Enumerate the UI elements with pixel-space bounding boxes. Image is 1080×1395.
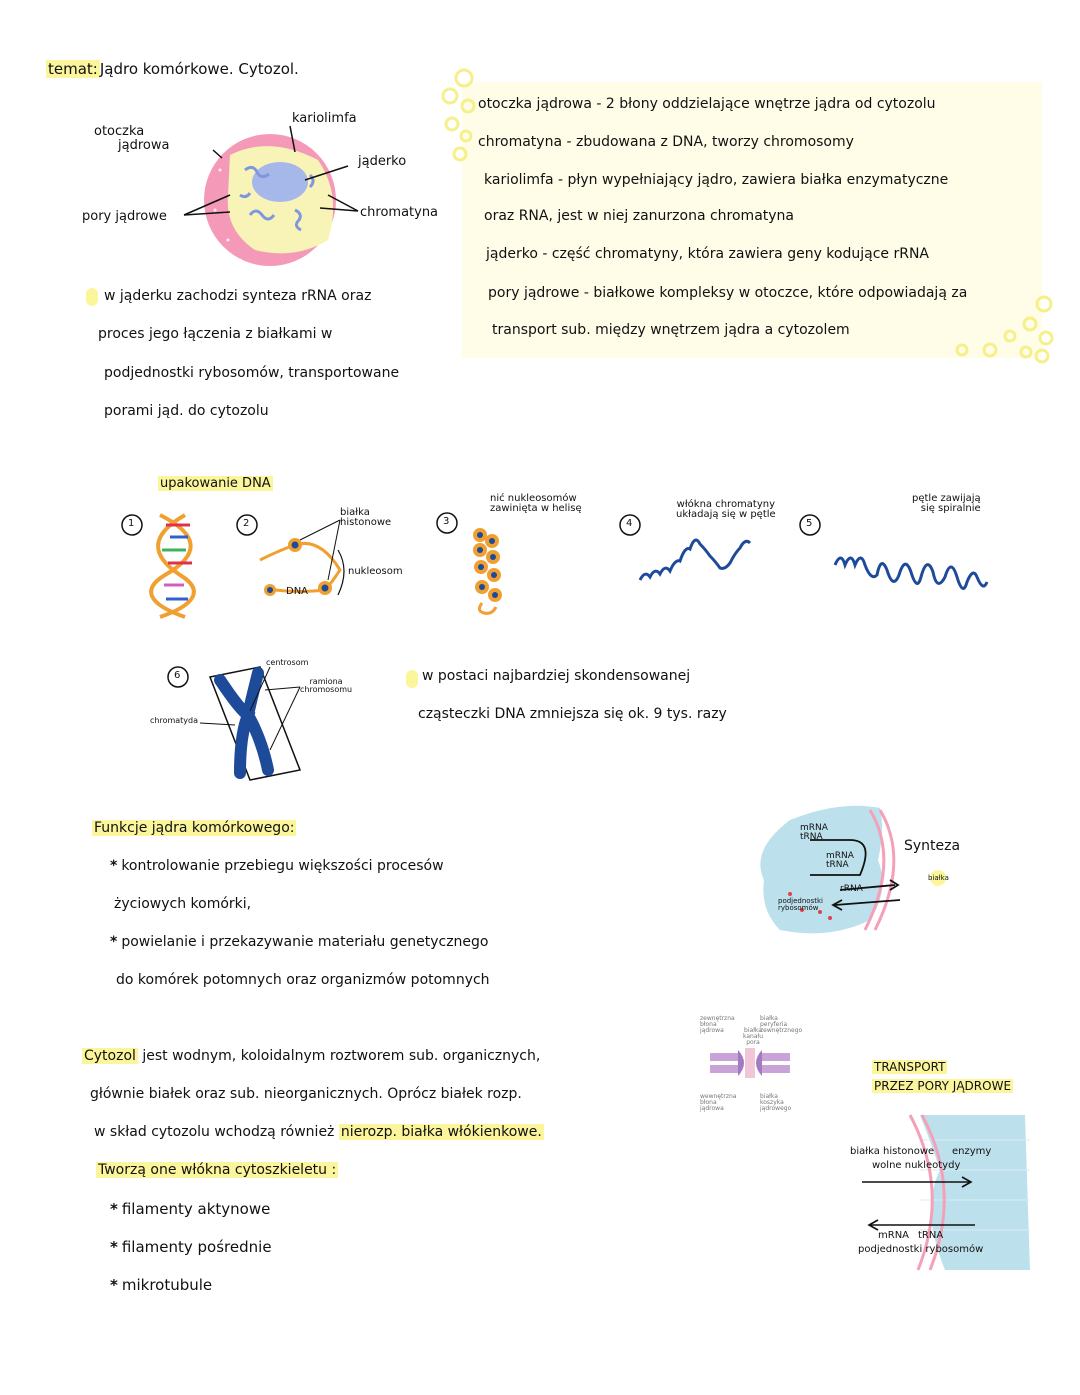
chromatid-right bbox=[241, 667, 274, 776]
page-title: temat:Jądro komórkowe. Cytozol. bbox=[46, 60, 299, 78]
label-synteza: Synteza bbox=[904, 838, 961, 854]
transport-in-nukleotydy: wolne nukleotydy bbox=[872, 1160, 961, 1171]
label-dna: DNA bbox=[286, 586, 309, 597]
functions-title: Funkcje jądra komórkowego: bbox=[92, 820, 297, 836]
packing-note-line: cząsteczki DNA zmniejsza się ok. 9 tys. … bbox=[418, 706, 727, 722]
label-rrna: rRNA bbox=[840, 884, 863, 894]
label-step4: włókna chromatyny układają się w pętle bbox=[676, 499, 776, 520]
note-line: w jąderku zachodzi synteza rRNA oraz bbox=[104, 288, 372, 304]
label-bialka-histonowe: białka histonowe bbox=[340, 507, 392, 528]
note-line: porami jąd. do cytozolu bbox=[104, 403, 269, 419]
label-pory: pory jądrowe bbox=[82, 209, 167, 224]
def-pory-cont: transport sub. między wnętrzem jądra a c… bbox=[492, 322, 850, 338]
step-1: 1 bbox=[128, 518, 135, 529]
def-chromatyna: chromatyna - zbudowana z DNA, tworzy chr… bbox=[478, 134, 854, 150]
cytoskeleton-item: *filamenty pośrednie bbox=[110, 1238, 272, 1256]
label-ramiona: ramiona chromosomu bbox=[300, 677, 353, 694]
def-pory: pory jądrowe - białkowe kompleksy w otoc… bbox=[488, 285, 968, 301]
transport-title: TRANSPORT PRZEZ PORY JĄDROWE bbox=[872, 1060, 1014, 1094]
label-mrna-trna-2: mRNA tRNA bbox=[826, 851, 854, 870]
transport-out-trna: tRNA bbox=[918, 1230, 944, 1241]
cytoskeleton-item: *mikrotubule bbox=[110, 1276, 213, 1294]
label-chromatyda: chromatyda bbox=[150, 716, 199, 725]
pore-label: zewnętrzna błona jądrowa bbox=[700, 1015, 735, 1034]
transport-out-mrna: mRNA bbox=[878, 1230, 910, 1241]
label-nukleosom: nukleosom bbox=[348, 566, 403, 577]
note-line: proces jego łączenia z białkami w bbox=[98, 326, 333, 342]
label-podjednostki: podjednostki rybosomów bbox=[778, 897, 823, 912]
label-centrosom: centrosom bbox=[266, 658, 309, 667]
chromatin-loops bbox=[638, 538, 752, 581]
cytozol-line: Cytozol jest wodnym, koloidalnym roztwor… bbox=[82, 1048, 541, 1064]
packing-note-line: w postaci najbardziej skondensowanej bbox=[422, 668, 691, 684]
highlight-marker bbox=[86, 288, 98, 306]
step-5: 5 bbox=[806, 518, 813, 529]
def-otoczka: otoczka jądrowa - 2 błony oddzielające w… bbox=[478, 96, 936, 112]
pore-label: białka peryferia zewnętrznego bbox=[760, 1015, 803, 1034]
dna-strand-a bbox=[149, 513, 193, 619]
pore-micro-diagram bbox=[710, 1048, 790, 1078]
cytozol-line: głównie białek oraz sub. nieorganicznych… bbox=[90, 1086, 522, 1102]
def-kariolimfa: kariolimfa - płyn wypełniający jądro, za… bbox=[484, 172, 949, 188]
label-mrna-trna: mRNA tRNA bbox=[800, 823, 828, 842]
transport-in-enzymy: enzymy bbox=[952, 1146, 992, 1157]
label-jaderko: jąderko bbox=[358, 154, 407, 169]
dna-strand-b bbox=[156, 513, 196, 619]
function-item-cont: do komórek potomnych oraz organizmów pot… bbox=[116, 972, 490, 988]
def-kariolimfa-cont: oraz RNA, jest w niej zanurzona chromaty… bbox=[484, 208, 795, 224]
label-otoczka: otoczka jądrowa bbox=[94, 124, 170, 153]
nucleus-diagram bbox=[183, 125, 359, 266]
transport-out-podjednostki: podjednostki rybosomów bbox=[858, 1244, 984, 1255]
cytozol-line: w skład cytozolu wchodzą również nierozp… bbox=[94, 1124, 544, 1140]
step-2: 2 bbox=[243, 518, 250, 529]
definitions-box bbox=[462, 82, 1042, 358]
decor-circles-left bbox=[441, 68, 476, 162]
cytoskeleton-item: *filamenty aktynowe bbox=[110, 1200, 271, 1218]
label-bialka: białka bbox=[928, 874, 949, 882]
step-6: 6 bbox=[174, 670, 181, 681]
label-chromatyna: chromatyna bbox=[360, 205, 439, 220]
pore-label: białka kanału pora bbox=[742, 1027, 764, 1046]
note-line: podjednostki rybosomów, transportowane bbox=[104, 365, 400, 381]
function-item: *powielanie i przekazywanie materiału ge… bbox=[110, 934, 489, 950]
label-kariolimfa: kariolimfa bbox=[292, 111, 357, 126]
transport-in-histonowe: białka histonowe bbox=[850, 1146, 935, 1157]
decor-circles-right bbox=[955, 295, 1054, 364]
pore-label: wewnętrzna błona jądrowa bbox=[700, 1093, 737, 1112]
cytoplasm-area bbox=[920, 1115, 1030, 1270]
chromosome-diagram bbox=[167, 666, 302, 781]
label-step3: nić nukleosomów zawinięta w helisę bbox=[490, 493, 582, 514]
packing-title: upakowanie DNA bbox=[158, 476, 273, 491]
topic-title: Jądro komórkowe. Cytozol. bbox=[99, 60, 299, 78]
def-jaderko: jąderko - część chromatyny, która zawier… bbox=[486, 246, 930, 262]
label-step5: pętle zawijają się spiralnie bbox=[912, 493, 981, 514]
nucleus-blob bbox=[760, 805, 883, 934]
topic-label: temat: bbox=[46, 60, 100, 78]
step-4: 4 bbox=[626, 518, 633, 529]
chromatid-left bbox=[214, 674, 256, 779]
chromatin-threads bbox=[239, 165, 315, 232]
nucleosome-helix bbox=[473, 528, 502, 602]
function-item-cont: życiowych komórki, bbox=[114, 896, 252, 912]
function-item: *kontrolowanie przebiegu większości proc… bbox=[110, 858, 444, 874]
spiral-loops bbox=[833, 556, 989, 590]
highlight-marker bbox=[406, 670, 418, 688]
synthesis-diagram bbox=[760, 805, 946, 934]
nucleolus-shape bbox=[252, 162, 308, 202]
packing-diagram bbox=[121, 512, 989, 619]
transport-diagram bbox=[862, 1114, 1030, 1271]
step-3: 3 bbox=[443, 516, 450, 527]
cytozol-line: Tworzą one włókna cytoszkieletu : bbox=[96, 1162, 339, 1178]
pore-label: białka koszyka jądrowego bbox=[760, 1093, 792, 1112]
